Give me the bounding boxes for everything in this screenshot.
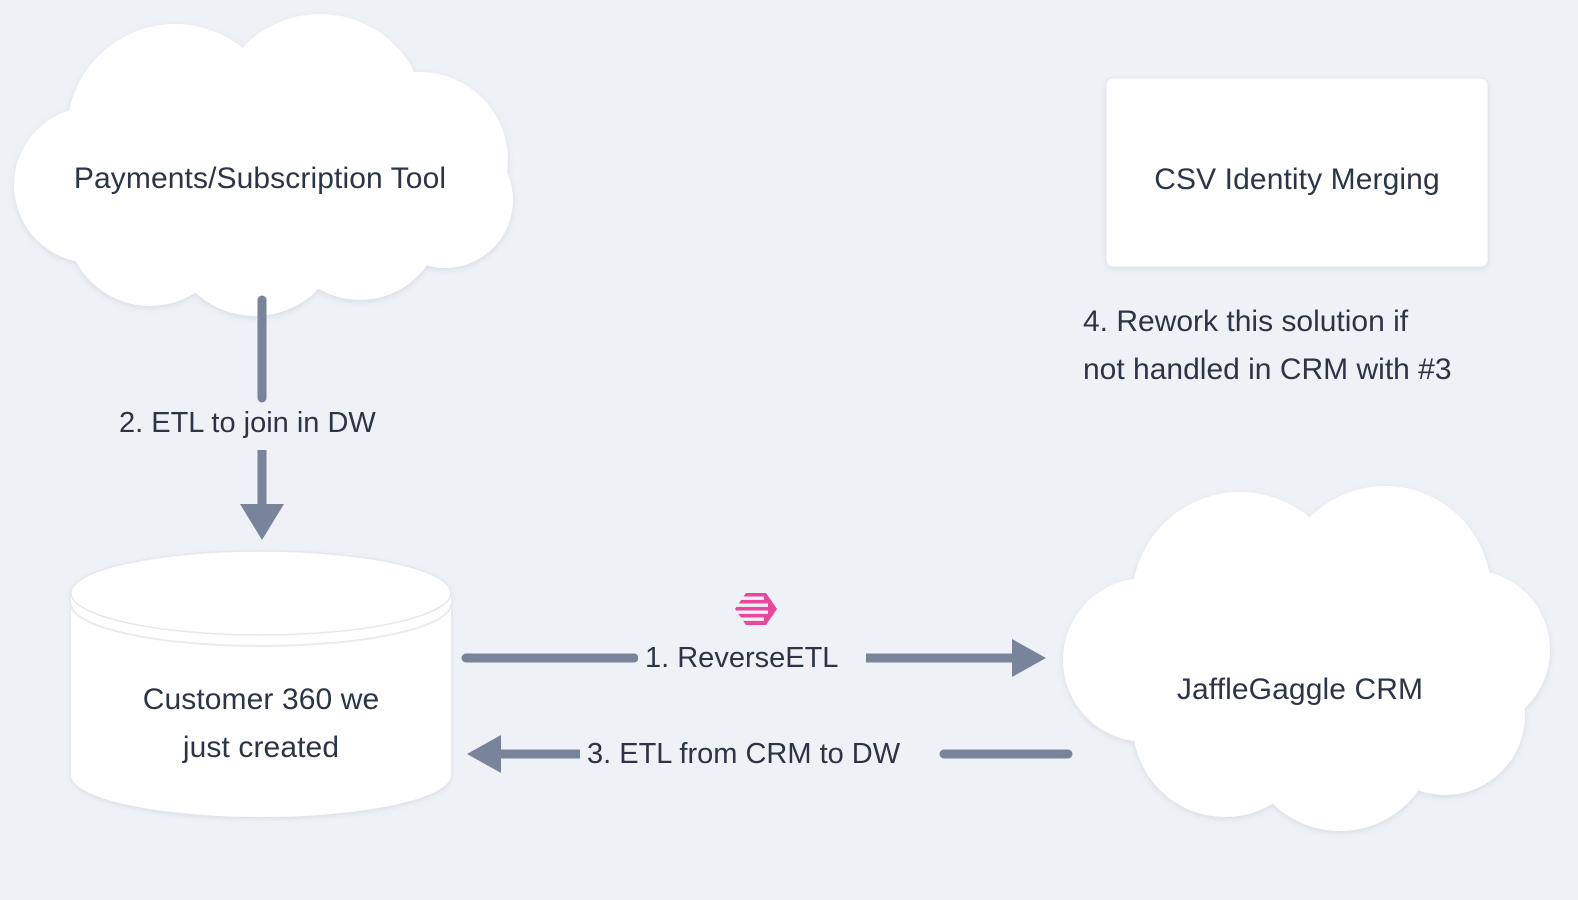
rework-note: 4. Rework this solution if not handled i…: [1083, 305, 1452, 386]
hightouch-logo-icon: [732, 585, 784, 633]
warehouse-cylinder-label: Customer 360 we just created: [142, 683, 380, 764]
csv-box-shape[interactable]: [1105, 77, 1489, 268]
payments-cloud-label: Payments/Subscription Tool: [73, 162, 447, 195]
edge-label-etl-join: 2. ETL to join in DW: [112, 409, 383, 438]
edge-reverse-etl-arrow: [461, 639, 1046, 677]
edge-label-reverse-etl: 1. ReverseETL: [638, 644, 846, 673]
warehouse-cylinder-shape[interactable]: [70, 550, 452, 817]
crm-cloud-shape[interactable]: [1063, 486, 1550, 831]
edge-etl-from-crm-arrow: [467, 735, 1073, 773]
edge-etl-join-arrow: [240, 295, 284, 540]
payments-cloud-shape[interactable]: [14, 14, 513, 316]
edge-label-etl-from-crm: 3. ETL from CRM to DW: [580, 740, 908, 769]
csv-box-label: CSV Identity Merging: [1154, 163, 1440, 196]
crm-cloud-label: JaffleGaggle CRM: [1176, 673, 1424, 706]
